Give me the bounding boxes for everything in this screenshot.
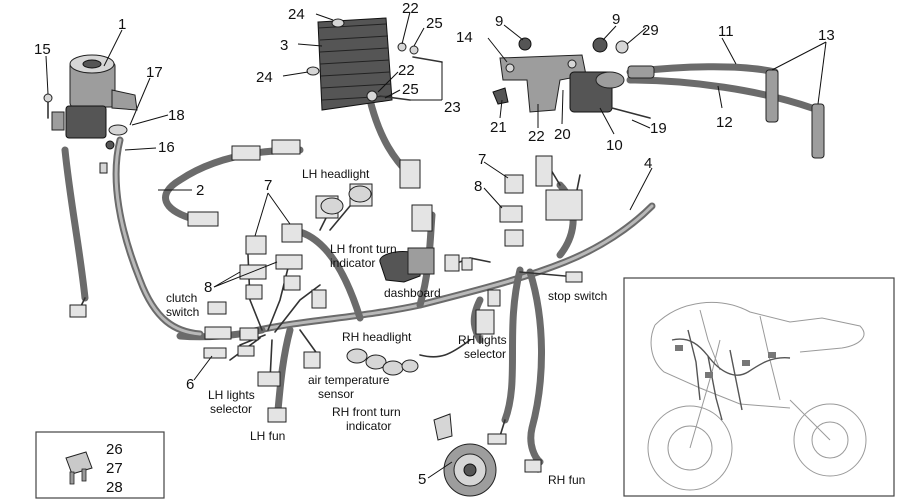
callout-1: 1 [118, 16, 126, 33]
callout-21: 21 [490, 119, 507, 136]
label-lh-front-turn-1: LH front turn [330, 242, 397, 256]
label-rh-lights-2: selector [464, 347, 506, 361]
callout-11: 11 [718, 23, 734, 40]
ignition-switch-icon [43, 54, 138, 139]
label-air-temp-1: air temperature [308, 373, 390, 387]
callout-5: 5 [418, 471, 426, 488]
callout-numbers: 1 2 3 4 5 6 7 7 8 8 9 9 10 11 12 13 14 1… [34, 0, 835, 488]
callout-7a: 7 [264, 177, 272, 194]
spark-plug-leads [626, 63, 825, 159]
callout-19: 19 [650, 120, 667, 137]
label-lh-lights-1: LH lights [208, 388, 255, 402]
callout-14: 14 [456, 29, 473, 46]
callout-4: 4 [644, 155, 652, 172]
callout-7b: 7 [478, 151, 486, 168]
label-rh-front-turn-1: RH front turn [332, 405, 401, 419]
label-rh-fun: RH fun [548, 473, 585, 487]
voltage-regulator-icon [306, 17, 443, 111]
callout-24a: 24 [288, 6, 305, 23]
callout-16: 16 [158, 139, 175, 156]
callout-9a: 9 [495, 13, 503, 30]
motorcycle-inset [623, 277, 895, 497]
label-clutch-1: clutch [166, 291, 197, 305]
label-lh-lights-2: selector [210, 402, 252, 416]
label-rh-lights-1: RH lights [458, 333, 507, 347]
callout-8a: 8 [204, 279, 212, 296]
callout-23: 23 [444, 99, 461, 116]
spring-washer [99, 124, 128, 174]
callout-24b: 24 [256, 69, 273, 86]
callout-13: 13 [818, 27, 835, 44]
fuse-number-27: 27 [106, 460, 123, 477]
ignition-coil-icon [492, 37, 651, 119]
label-dashboard: dashboard [384, 286, 441, 300]
label-lh-fun: LH fun [250, 429, 285, 443]
callout-22a: 22 [402, 0, 419, 17]
horn-icon [433, 413, 497, 497]
callout-29: 29 [642, 22, 659, 39]
callout-18: 18 [168, 107, 185, 124]
label-air-temp-2: sensor [318, 387, 354, 401]
callout-15: 15 [34, 41, 51, 58]
fuse-inset: 26 27 28 [35, 431, 165, 499]
callout-25b: 25 [402, 81, 419, 98]
callout-20: 20 [554, 126, 571, 143]
label-lh-front-turn-2: indicator [330, 256, 375, 270]
label-stop-switch: stop switch [548, 289, 607, 303]
callout-25a: 25 [426, 15, 443, 32]
label-lh-headlight: LH headlight [302, 167, 370, 181]
label-rh-headlight: RH headlight [342, 330, 412, 344]
leader-lines [45, 11, 827, 479]
callout-10: 10 [606, 137, 623, 154]
label-rh-front-turn-2: indicator [346, 419, 391, 433]
callout-22c: 22 [528, 128, 545, 145]
callout-8b: 8 [474, 178, 482, 195]
callout-2: 2 [196, 182, 204, 199]
callout-17: 17 [146, 64, 163, 81]
callout-12: 12 [716, 114, 733, 131]
dashboard-connector [379, 247, 435, 283]
fuse-number-28: 28 [106, 479, 123, 496]
component-labels: LH headlight LH front turn indicator das… [166, 167, 607, 487]
connectors [69, 139, 583, 473]
motorcycle-overview-icon [647, 302, 867, 491]
fuse-icon [65, 451, 93, 485]
callout-9b: 9 [612, 11, 620, 28]
callout-22b: 22 [398, 62, 415, 79]
callout-3: 3 [280, 37, 288, 54]
fuse-number-26: 26 [106, 441, 123, 458]
label-clutch-2: switch [166, 305, 199, 319]
callout-6: 6 [186, 376, 194, 393]
